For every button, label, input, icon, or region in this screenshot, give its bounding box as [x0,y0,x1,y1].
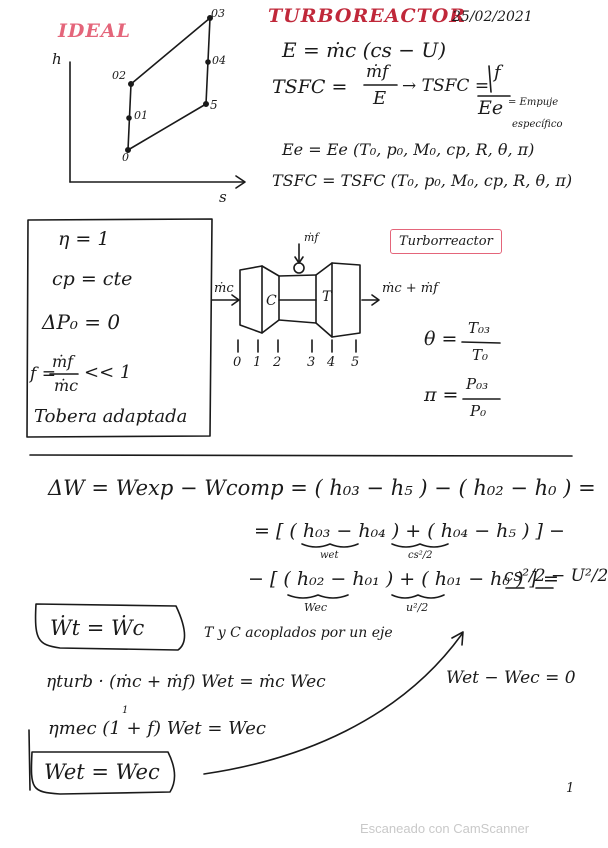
assumption-cp: cp = cte [52,268,133,290]
tsfc-arrow: → TSFC = [402,76,490,96]
work-result: cs²/2 − U²/2 [504,566,608,586]
mechanical-exponent: 1 [122,705,129,716]
work-equation-line-3: − [ ( h₀₂ − h₀₁ ) + ( h₀₁ − h₀ ) ] = [248,568,559,590]
station-label: 2 [273,355,282,370]
tsfc-denominator: E [373,88,387,109]
work-difference: Wet − Wec = 0 [446,668,576,688]
mechanical-balance: ηmec (1 + f) Wet = Wec [48,718,266,739]
turbine-label: T [322,289,332,305]
station-label: 0 [233,355,242,370]
assumption-nozzle: Tobera adaptada [34,406,188,427]
final-result: Wet = Wec [44,760,160,784]
station-label: 4 [327,355,336,370]
coupling-frame [34,603,186,651]
assumption-f: f = [30,364,56,384]
result-frame [30,751,176,795]
work-equation-line-1: ΔW = Wexp − Wcomp = ( h₀₃ − h₅ ) − ( h₀₂… [48,476,596,500]
curved-arrow [203,633,463,775]
hs-point-label: 5 [210,98,218,112]
scanner-watermark: Escaneado con CamScanner [360,821,530,836]
ee-note: específico [512,119,563,130]
date: 25/02/2021 [452,9,533,25]
hs-point-label: 03 [211,7,225,20]
hs-point-label: 0 [122,151,129,164]
tsfc-definition: TSFC = [272,76,348,98]
axis-label-h: h [52,50,62,68]
hs-cycle-line [127,17,211,151]
ideal-label: IDEAL [58,20,131,42]
work-under-compressor: Wec [304,601,328,614]
work-under-turbine: wet [320,550,339,561]
tsfc-numerator: ṁf [366,62,389,82]
engine-compressor [239,265,263,334]
page-title: TURBOREACTOR [268,5,467,27]
outflow-label: ṁc + ṁf [382,281,438,296]
fuel-flow-label: ṁf [304,231,319,244]
assumptions-box [26,218,213,438]
hs-arrow-x [235,175,246,189]
axis-label-s: s [219,188,227,206]
f-numerator: f [494,62,501,83]
turbine-balance: ηturb · (ṁc + ṁf) Wet = ṁc Wec [46,672,326,692]
assumption-f-den: ṁc [54,376,79,395]
station-label: 3 [307,355,316,370]
pi-denominator: P₀ [470,402,487,420]
assumption-f-num: ṁf [52,352,74,371]
station-label: 1 [253,355,262,370]
hs-point-label: 01 [134,109,148,122]
ee-function: Ee = Ee (T₀, p₀, M₀, cp, R, θ, π) [282,140,535,159]
thrust-equation: E = ṁc (cs − U) [282,38,446,62]
work-under-inlet: u²/2 [406,601,429,614]
hs-point-label: 04 [212,54,226,67]
pi-numerator: P₀₃ [466,375,489,393]
ee-denominator: Ee [478,97,504,119]
theta-denominator: T₀ [472,346,489,364]
air-inflow-label: ṁc [214,281,234,296]
tsfc-function: TSFC = TSFC (T₀, p₀, M₀, cp, R, θ, π) [272,171,573,190]
pi-label: π = [424,384,459,406]
page-number: 1 [566,781,575,796]
compressor-label: C [266,293,277,309]
work-equation-line-2: = [ ( h₀₃ − h₀₄ ) + ( h₀₄ − h₅ ) ] − [254,520,565,542]
assumption-pressure: ΔP₀ = 0 [42,310,121,334]
engine-tag: Turborreactor [390,229,502,254]
station-label: 5 [351,355,360,370]
hs-point-label: 02 [112,69,126,82]
coupling-note: T y C acoplados por un eje [204,625,393,641]
work-under-exhaust: cs²/2 [408,550,433,561]
theta-numerator: T₀₃ [468,319,491,337]
power-balance: Ẇt = Ẇc [50,616,145,640]
ee-note: = Empuje [508,97,559,108]
section-divider [29,454,573,457]
assumption-efficiency: η = 1 [58,228,110,250]
assumption-f-small: << 1 [84,362,132,383]
theta-label: θ = [424,328,458,350]
